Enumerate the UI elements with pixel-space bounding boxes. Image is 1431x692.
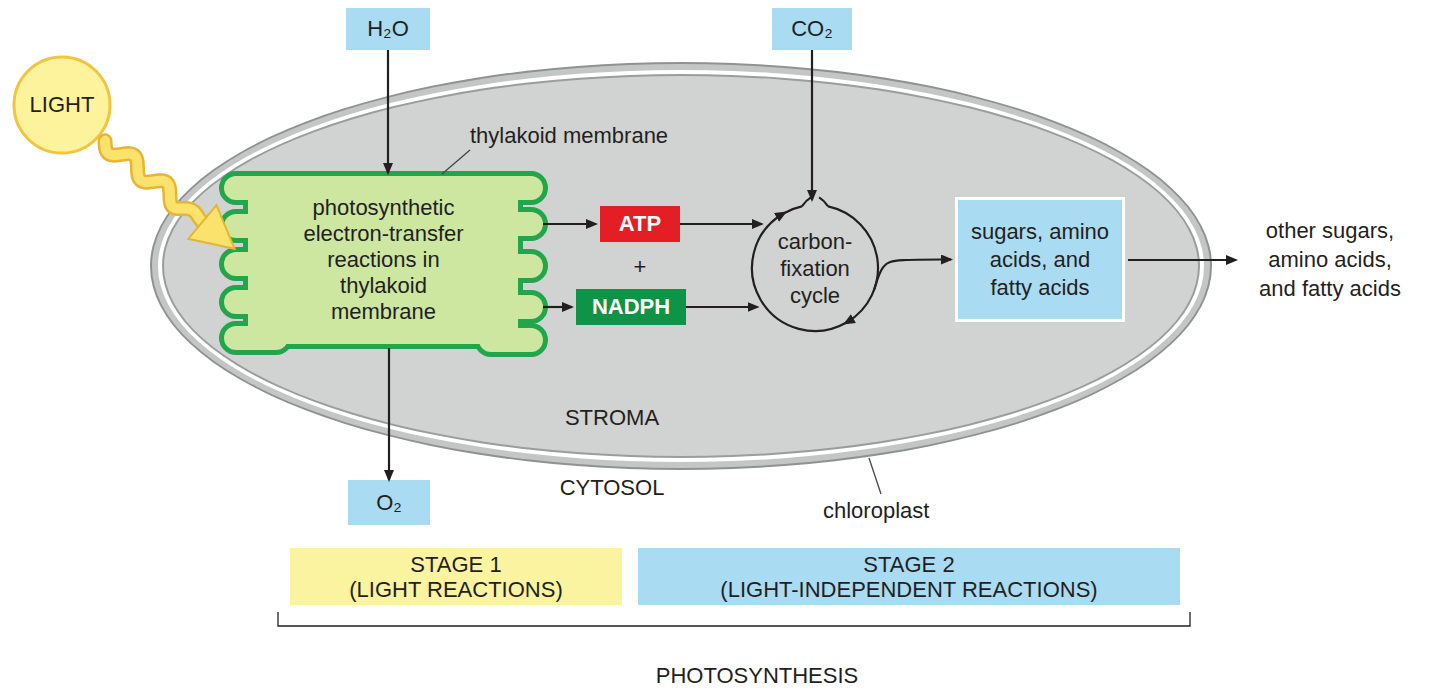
stage-band: STAGE 1(LIGHT REACTIONS)	[290, 548, 622, 605]
node-text: STAGE 1	[410, 552, 501, 577]
leader-line	[442, 150, 470, 174]
light-ray	[105, 141, 205, 225]
membrane-fill	[479, 295, 543, 319]
node-text: carbon-fixation cycle	[763, 228, 868, 309]
membrane-outline	[224, 176, 288, 200]
node-text: O₂	[376, 490, 402, 516]
light-source: LIGHT	[12, 55, 112, 155]
membrane-fill	[479, 212, 543, 236]
arrow-line	[680, 223, 762, 225]
membrane-ellipse	[158, 70, 1204, 462]
thylakoid-fill	[224, 176, 543, 352]
cycle-curl	[802, 197, 811, 206]
arrow-line	[387, 50, 389, 173]
input-box: CO₂	[772, 8, 852, 50]
arrow-connector	[812, 50, 813, 200]
arrow-connector	[543, 224, 596, 225]
stage-band: STAGE 2(LIGHT-INDEPENDENT REACTIONS)	[638, 548, 1180, 605]
membrane-outline	[224, 290, 288, 314]
membrane-ellipse	[162, 74, 1200, 458]
leader-line	[869, 458, 881, 494]
output-arrow	[1128, 259, 1236, 261]
membrane-outline	[479, 176, 543, 200]
membrane-outline	[479, 295, 543, 319]
node-text: CO₂	[791, 16, 833, 42]
molecule-box: NADPH	[576, 289, 686, 325]
arrow-line	[543, 223, 596, 225]
callout-label: CYTOSOL	[552, 475, 672, 501]
membrane-fill	[224, 214, 288, 238]
thylakoid-shape: photosynthetic electron-transfer reactio…	[222, 170, 545, 350]
arrow-connector	[388, 50, 389, 173]
output-box: O₂	[348, 480, 430, 525]
callout-label: chloroplast	[823, 498, 973, 524]
arrow-line	[874, 260, 951, 290]
callout-label: thylakoid membrane	[470, 123, 730, 149]
node-text: sugars, amino acids, and fatty acids	[969, 218, 1112, 302]
cycle-curl	[819, 197, 828, 206]
cycle-arc	[784, 206, 802, 213]
product-box: sugars, amino acids, and fatty acids	[955, 197, 1125, 322]
node-text: photosynthetic electron-transfer reactio…	[296, 195, 471, 325]
membrane-outline	[479, 254, 543, 278]
membrane-fill	[224, 252, 288, 276]
arrow-line	[686, 306, 758, 308]
membrane-outline	[224, 252, 288, 276]
arrow-line	[388, 348, 390, 480]
node-text: LIGHT	[30, 92, 95, 118]
membrane-fill	[224, 326, 288, 350]
node-text: (LIGHT REACTIONS)	[349, 577, 563, 602]
membrane-outline	[248, 176, 518, 344]
bracket	[278, 612, 1190, 626]
chloroplast-ellipse: STROMA photosynthetic electron-transfer r…	[150, 62, 1212, 470]
membrane-outline	[479, 212, 543, 236]
cycle-circle: carbon-fixation cycle	[749, 202, 881, 334]
node-text: STAGE 2	[863, 552, 954, 577]
arrow-connector	[543, 307, 572, 308]
sun-circle	[14, 57, 110, 153]
membrane-fill	[479, 176, 543, 200]
membrane-outline	[224, 214, 288, 238]
node-text: H₂O	[367, 16, 409, 42]
arrow-connector	[105, 141, 205, 225]
membrane-fill	[224, 176, 288, 200]
arrow-connector	[686, 307, 758, 308]
node-text: ATP	[619, 211, 661, 237]
membrane-fill	[224, 290, 288, 314]
node-text: NADPH	[592, 294, 670, 320]
membrane-ellipse	[150, 62, 1212, 470]
membrane-fill	[479, 328, 543, 352]
arrow-line	[811, 50, 813, 200]
input-box: H₂O	[346, 8, 430, 50]
membrane-fill	[479, 254, 543, 278]
arrow-connector	[680, 224, 762, 225]
arrow-connector	[389, 348, 390, 480]
node-text: (LIGHT-INDEPENDENT REACTIONS)	[720, 577, 1097, 602]
membrane-outline	[224, 326, 288, 350]
callout-label: +	[628, 254, 652, 280]
callout-label: PHOTOSYNTHESIS	[507, 663, 1007, 689]
membrane-fill	[248, 176, 518, 344]
thylakoid-border	[224, 176, 543, 352]
membrane-ellipse	[152, 64, 1210, 468]
arrow-connector	[874, 260, 951, 290]
membrane-outline	[479, 328, 543, 352]
callout-label: other sugars, amino acids, and fatty aci…	[1255, 216, 1405, 303]
arrow-line	[543, 306, 572, 308]
light-ray-outline	[105, 141, 202, 222]
node-text: STROMA	[552, 405, 672, 431]
membrane-ellipse	[164, 76, 1198, 456]
molecule-box: ATP	[600, 206, 680, 242]
